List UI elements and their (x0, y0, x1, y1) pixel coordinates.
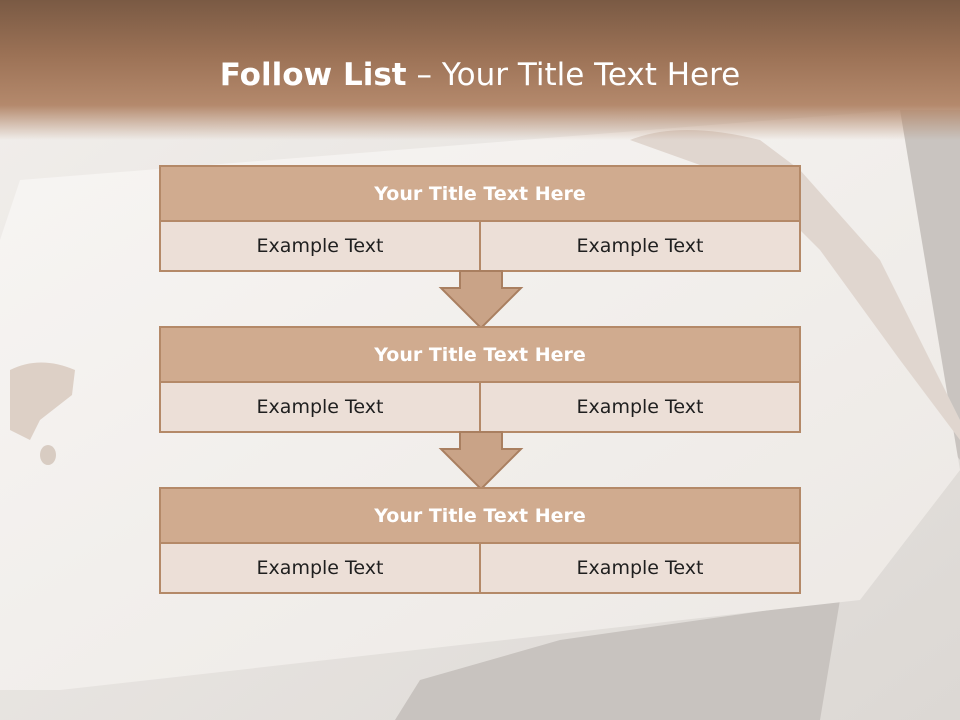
slide-title-bold: Follow List (219, 57, 407, 93)
slide-title-rest: – Your Title Text Here (406, 57, 741, 93)
list-block-1: Your Title Text Here Example Text Exampl… (159, 165, 801, 272)
block-cell-left: Example Text (161, 544, 479, 592)
block-title: Your Title Text Here (159, 326, 801, 383)
header-band (0, 0, 960, 140)
block-cell-left: Example Text (161, 222, 479, 270)
slide-title: Follow List – Your Title Text Here (0, 52, 960, 98)
down-arrow-icon (438, 431, 524, 491)
down-arrow-icon (438, 270, 524, 330)
block-cell-right: Example Text (479, 383, 799, 431)
block-cell-left: Example Text (161, 383, 479, 431)
block-row: Example Text Example Text (159, 383, 801, 433)
list-block-2: Your Title Text Here Example Text Exampl… (159, 326, 801, 433)
block-row: Example Text Example Text (159, 544, 801, 594)
block-title: Your Title Text Here (159, 165, 801, 222)
list-block-3: Your Title Text Here Example Text Exampl… (159, 487, 801, 594)
block-title: Your Title Text Here (159, 487, 801, 544)
block-cell-right: Example Text (479, 544, 799, 592)
block-row: Example Text Example Text (159, 222, 801, 272)
block-cell-right: Example Text (479, 222, 799, 270)
